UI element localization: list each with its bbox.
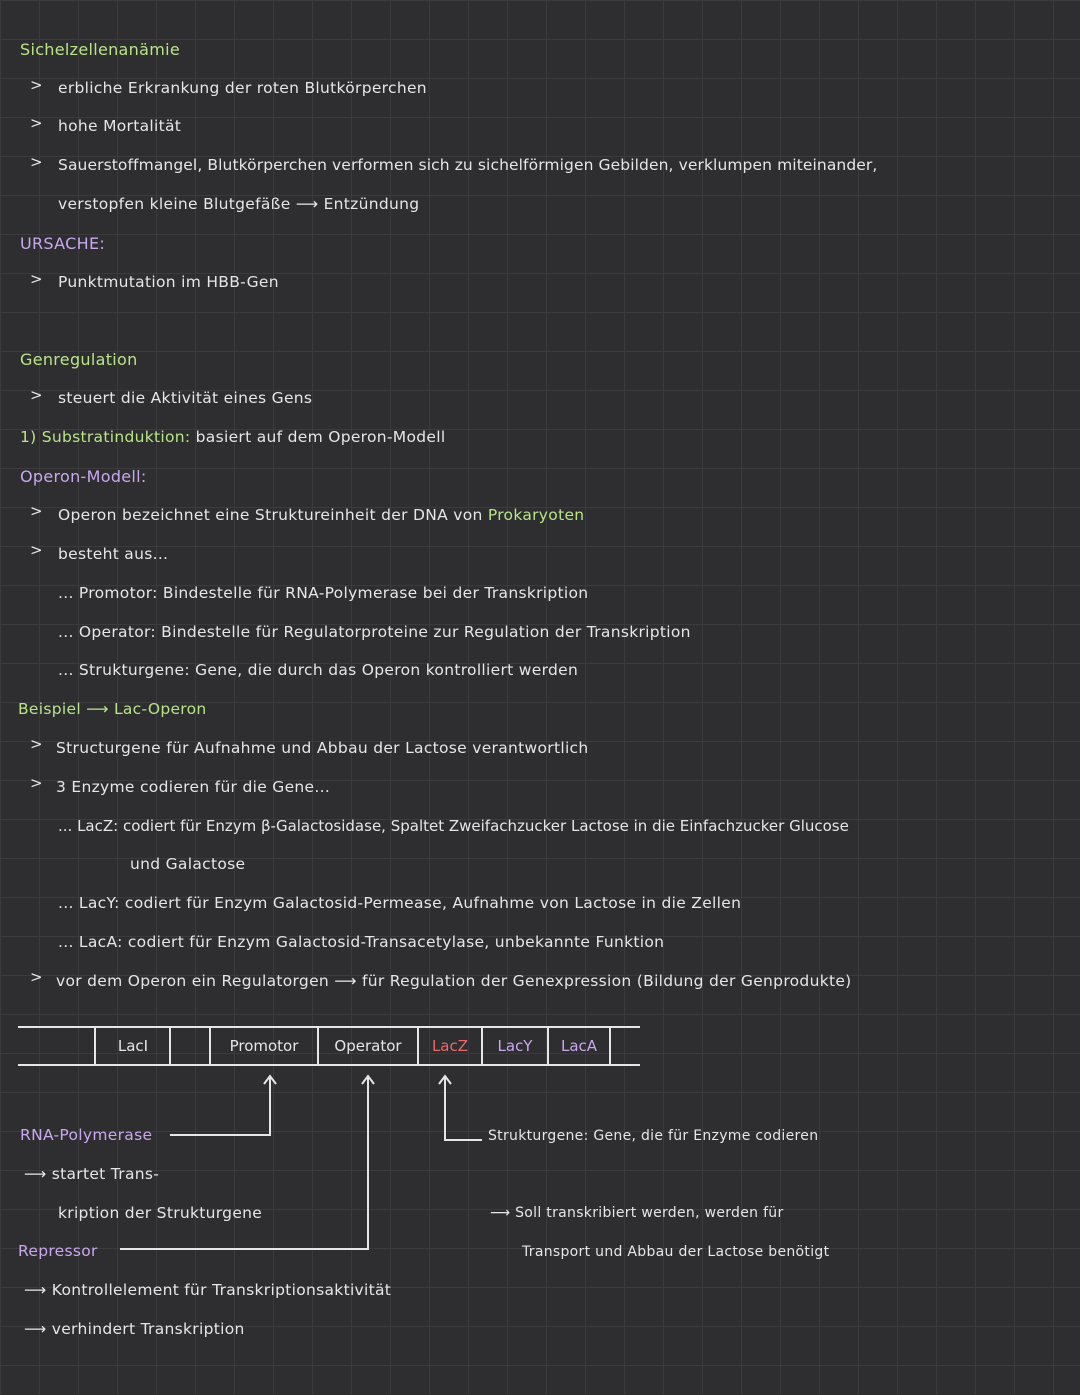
arrow-right-icon: ⟶ [334,972,357,990]
sichel-bullet-3: Sauerstoffmangel, Blutkörperchen verform… [58,156,878,174]
repressor-text-2: verhindert Transkription [51,1320,245,1338]
lac-operon-label: Lac-Operon [113,700,207,718]
rna-polymerase-title: RNA-Polymerase [20,1126,153,1144]
lacz-line: ... LacZ: codiert für Enzym β-Galactosid… [58,817,849,835]
lacy-box: LacY [497,1037,533,1055]
strukturgene-line-1: ⟶ Soll transkribiert werden, werden für [490,1205,784,1221]
arrow-right-icon: ⟶ [295,195,324,213]
genreg-bullet-1: steuert die Aktivität eines Gens [58,389,313,407]
bullet-icon: > [30,735,43,753]
bullet-icon: > [30,541,43,559]
bullet-icon: > [30,76,43,94]
bullet-icon: > [30,386,43,404]
laci-box: LacI [117,1037,149,1055]
repressor-line-1: ⟶ Kontrollelement für Transkriptionsakti… [24,1281,391,1299]
bullet-icon: > [30,502,43,520]
lacz-line-cont: und Galactose [130,855,246,873]
substratinduktion-line: 1) Substratinduktion: basiert auf dem Op… [20,428,445,446]
operator-box: Operator [334,1037,402,1055]
sichel-bullet-3-cont: verstopfen kleine Blutgefäße ⟶ Entzündun… [58,195,419,213]
beispiel-line: Beispiel ⟶ Lac-Operon [18,700,207,718]
regulatorgen-b: für Regulation der Genexpression (Bildun… [362,972,852,990]
arrow-right-icon: ⟶ [24,1320,52,1338]
arrow-right-icon: ⟶ [490,1205,516,1221]
laca-line: ... LacA: codiert für Enzym Galactosid-T… [58,933,665,951]
promotor-box: Promotor [229,1037,299,1055]
sichel-bullet-1: erbliche Erkrankung der roten Blutkörper… [58,79,427,97]
sichel-bullet-2: hohe Mortalität [58,117,182,135]
operon-title: Operon-Modell: [20,467,147,486]
repressor-line-2: ⟶ verhindert Transkription [24,1320,245,1338]
regulatorgen-a: vor dem Operon ein Regulatorgen [56,972,330,990]
ursache-bullet-1: Punktmutation im HBB-Gen [58,273,279,291]
operon-promotor: ... Promotor: Bindestelle für RNA-Polyme… [58,584,589,602]
substratinduktion-text: basiert auf dem Operon-Modell [195,428,446,446]
arrow-right-icon: ⟶ [24,1165,52,1183]
repressor-title: Repressor [18,1242,98,1260]
genreg-title: Genregulation [20,350,138,369]
bullet-icon: > [30,153,43,171]
regulatorgen-line: vor dem Operon ein Regulatorgen ⟶ für Re… [56,972,852,990]
strukturgene-text-1: Soll transkribiert werden, werden für [515,1205,784,1221]
substratinduktion-label: 1) Substratinduktion: [20,428,191,446]
sichel-title: Sichelzellenanämie [20,40,180,59]
rna-line-2: kription der Strukturgene [58,1204,263,1222]
sichel-bullet-3b: verstopfen kleine Blutgefäße [58,195,291,213]
lacz-box: LacZ [431,1037,469,1055]
rna-line-1: ⟶ startet Trans- [24,1165,159,1183]
operon-strukturgene: ... Strukturgene: Gene, die durch das Op… [58,661,579,679]
lac-bullet-2: 3 Enzyme codieren für die Gene... [56,778,331,796]
bullet-icon: > [30,774,43,792]
prokaryoten-word: Prokaryoten [487,506,585,524]
arrow-right-icon: ⟶ [24,1281,52,1299]
repressor-text-1: Kontrollelement für Transkriptionsaktivi… [51,1281,392,1299]
operon-operator: ... Operator: Bindestelle für Regulatorp… [58,623,691,641]
ursache-title: URSACHE: [20,234,106,253]
beispiel-label: Beispiel [18,700,81,718]
operon-bullet-1: Operon bezeichnet eine Struktureinheit d… [58,506,584,524]
strukturgene-line-2: Transport und Abbau der Lactose benötigt [522,1244,830,1260]
operon-bullet-2: besteht aus... [58,545,169,563]
laca-box: LacA [560,1037,598,1055]
rna-text-1: startet Trans- [51,1165,160,1183]
sichel-bullet-3c: Entzündung [323,195,420,213]
lacy-line: ... LacY: codiert für Enzym Galactosid-P… [58,894,742,912]
lac-bullet-1: Structurgene für Aufnahme und Abbau der … [56,739,589,757]
strukturgene-title: Strukturgene: Gene, die für Enzyme codie… [488,1128,819,1144]
bullet-icon: > [30,270,43,288]
operon-bullet-1a: Operon bezeichnet eine Struktureinheit d… [58,506,483,524]
bullet-icon: > [30,968,43,986]
bullet-icon: > [30,114,43,132]
arrow-right-icon: ⟶ [86,700,114,718]
